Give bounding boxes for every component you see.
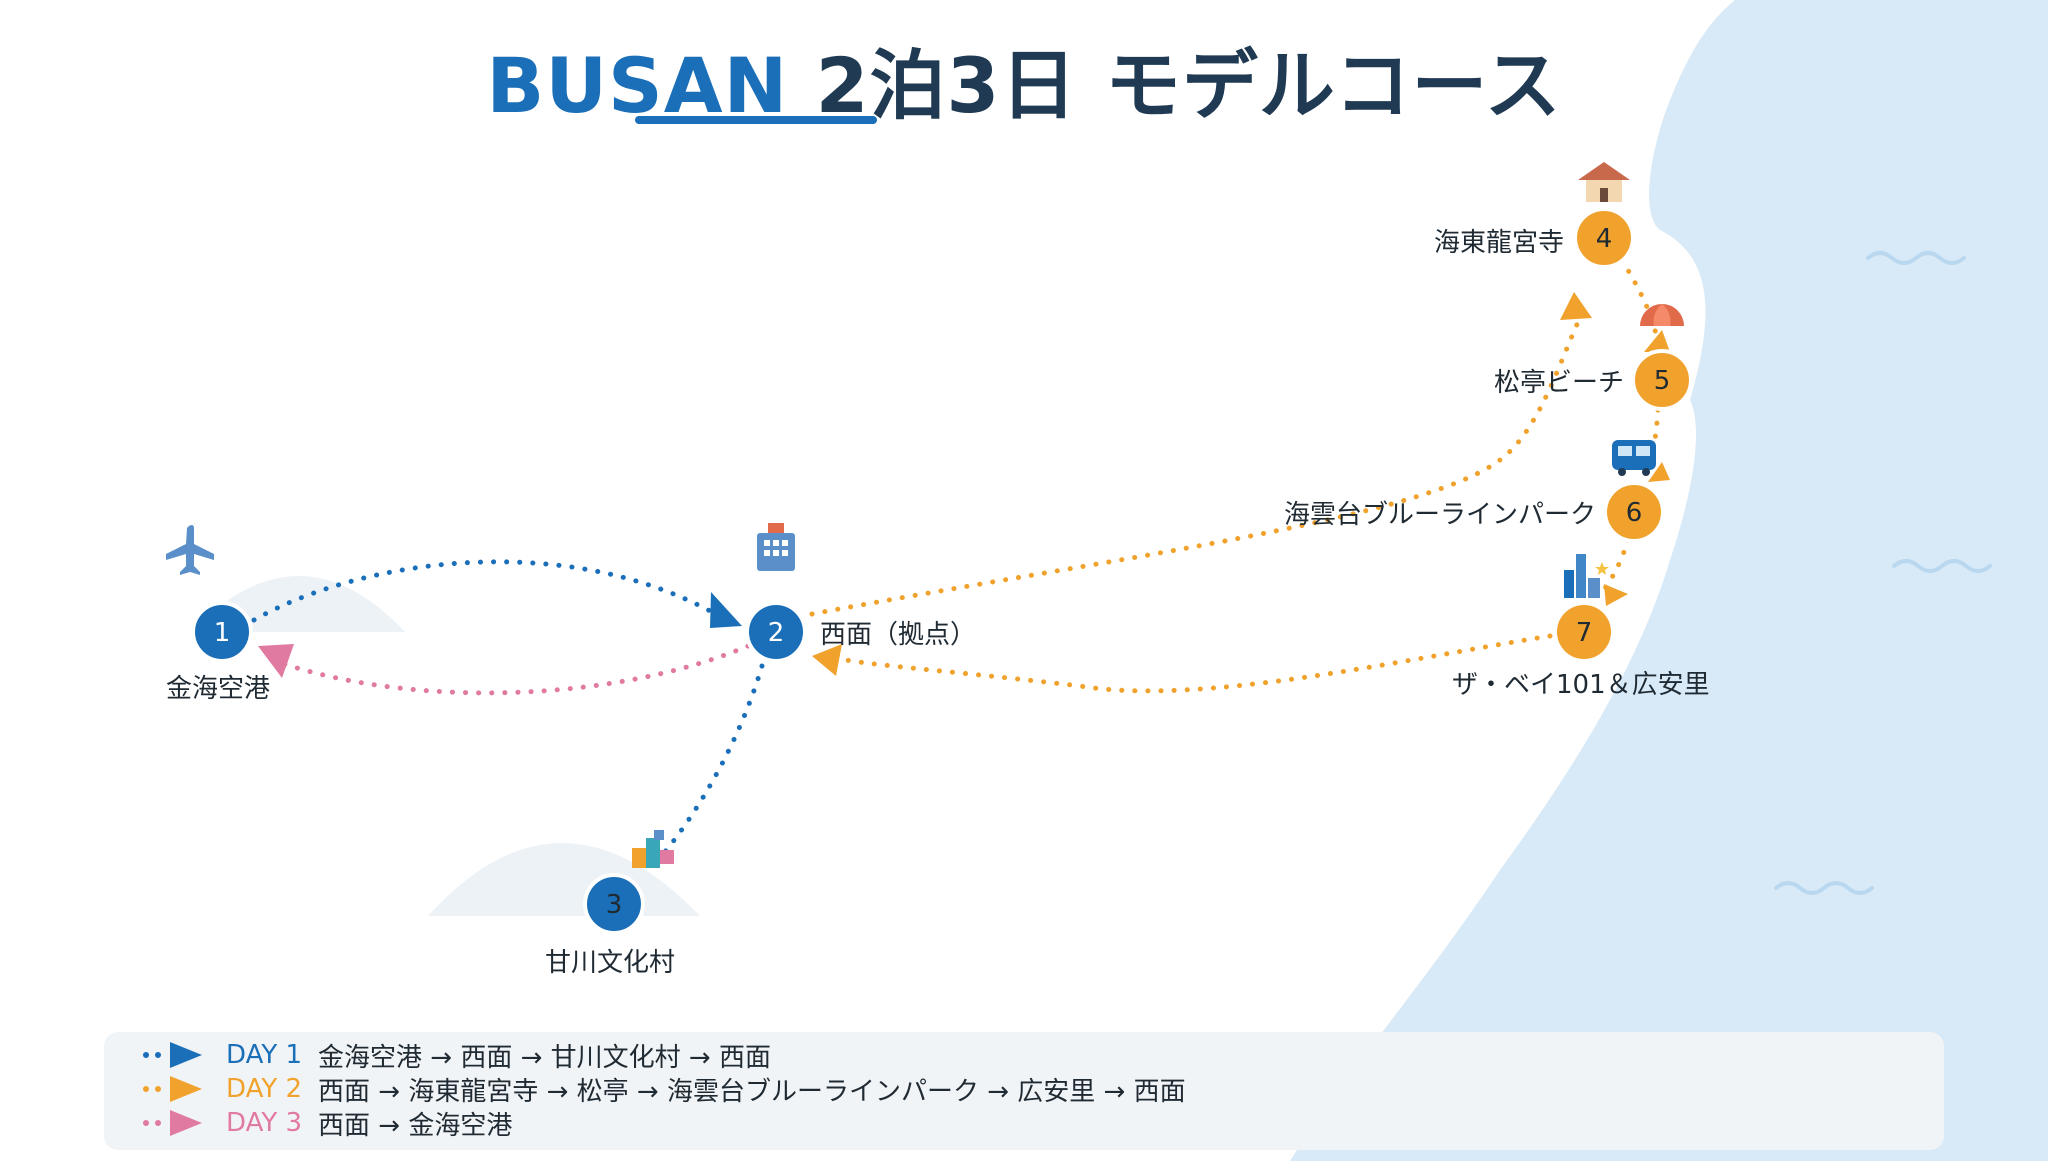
legend-route-text: 西面 → 金海空港 bbox=[318, 1110, 513, 1141]
legend-marker-day3 bbox=[143, 1110, 202, 1136]
legend-marker-day2 bbox=[143, 1076, 202, 1102]
stop-label-1: 金海空港 bbox=[166, 674, 271, 704]
sea-area bbox=[1290, 0, 2048, 1161]
legend-row-day3: DAY 3 西面 → 金海空港 bbox=[140, 1107, 513, 1141]
day2-arrows bbox=[812, 292, 1670, 676]
stop-marker-5[interactable] bbox=[1631, 349, 1693, 411]
route-legend: DAY 1 金海空港 → 西面 → 甘川文化村 → 西面 DAY 2 西面 → … bbox=[104, 1032, 1944, 1150]
stop-label-4: 海東龍宮寺 bbox=[1433, 228, 1564, 258]
legend-route-text: 金海空港 → 西面 → 甘川文化村 → 西面 bbox=[318, 1042, 771, 1073]
day3-arrow-to-airport bbox=[258, 644, 294, 678]
stop-marker-2[interactable] bbox=[745, 601, 807, 663]
stop-label-2: 西面（拠点） bbox=[820, 620, 977, 650]
title-accent: BUSAN bbox=[486, 41, 789, 130]
day1-arrow-to-seomyeon bbox=[710, 592, 742, 628]
temple-icon bbox=[1578, 162, 1630, 202]
beach-umbrella-icon bbox=[1640, 304, 1684, 326]
title-rest: 2泊3日 モデルコース bbox=[788, 41, 1562, 130]
city-skyline-icon bbox=[1564, 554, 1609, 598]
airplane-icon bbox=[166, 525, 214, 575]
stop-number-3: 3 bbox=[606, 890, 623, 920]
hotel-icon bbox=[757, 523, 795, 571]
stop-marker-7[interactable] bbox=[1553, 601, 1615, 663]
legend-route-text: 西面 → 海東龍宮寺 → 松亭 → 海雲台ブルーラインパーク → 広安里 → 西… bbox=[318, 1076, 1186, 1107]
stop-label-5: 松亭ビーチ bbox=[1493, 368, 1624, 398]
colorful-houses-icon bbox=[632, 830, 674, 868]
legend-day-label: DAY 2 bbox=[226, 1074, 303, 1104]
legend-row-day1: DAY 1 金海空港 → 西面 → 甘川文化村 → 西面 bbox=[140, 1039, 771, 1073]
legend-marker-day1 bbox=[143, 1042, 202, 1068]
stop-number-7: 7 bbox=[1576, 618, 1593, 648]
stop-marker-1[interactable] bbox=[191, 601, 253, 663]
stop-label-7: ザ・ベイ101＆広安里 bbox=[1452, 670, 1710, 700]
page-title: BUSAN 2泊3日 モデルコース bbox=[0, 24, 2048, 134]
stop-label-3: 甘川文化村 bbox=[545, 948, 676, 978]
title-underline bbox=[635, 116, 877, 124]
stop-label-6: 海雲台ブルーラインパーク bbox=[1283, 500, 1596, 530]
stop-number-6: 6 bbox=[1626, 498, 1643, 528]
stop-marker-3[interactable] bbox=[583, 873, 645, 935]
stop-number-2: 2 bbox=[768, 618, 785, 648]
stop-number-1: 1 bbox=[214, 618, 231, 648]
tram-icon bbox=[1612, 440, 1656, 476]
stop-number-5: 5 bbox=[1654, 366, 1671, 396]
legend-day-label: DAY 3 bbox=[226, 1108, 303, 1138]
sea-waves bbox=[1774, 251, 1992, 895]
legend-day-label: DAY 1 bbox=[226, 1040, 303, 1070]
stop-number-4: 4 bbox=[1596, 224, 1613, 254]
day1-route bbox=[251, 559, 765, 861]
legend-row-day2: DAY 2 西面 → 海東龍宮寺 → 松亭 → 海雲台ブルーラインパーク → 広… bbox=[140, 1073, 1186, 1107]
stop-marker-6[interactable] bbox=[1603, 481, 1665, 543]
day3-route bbox=[275, 643, 751, 696]
stop-marker-4[interactable] bbox=[1573, 207, 1635, 269]
